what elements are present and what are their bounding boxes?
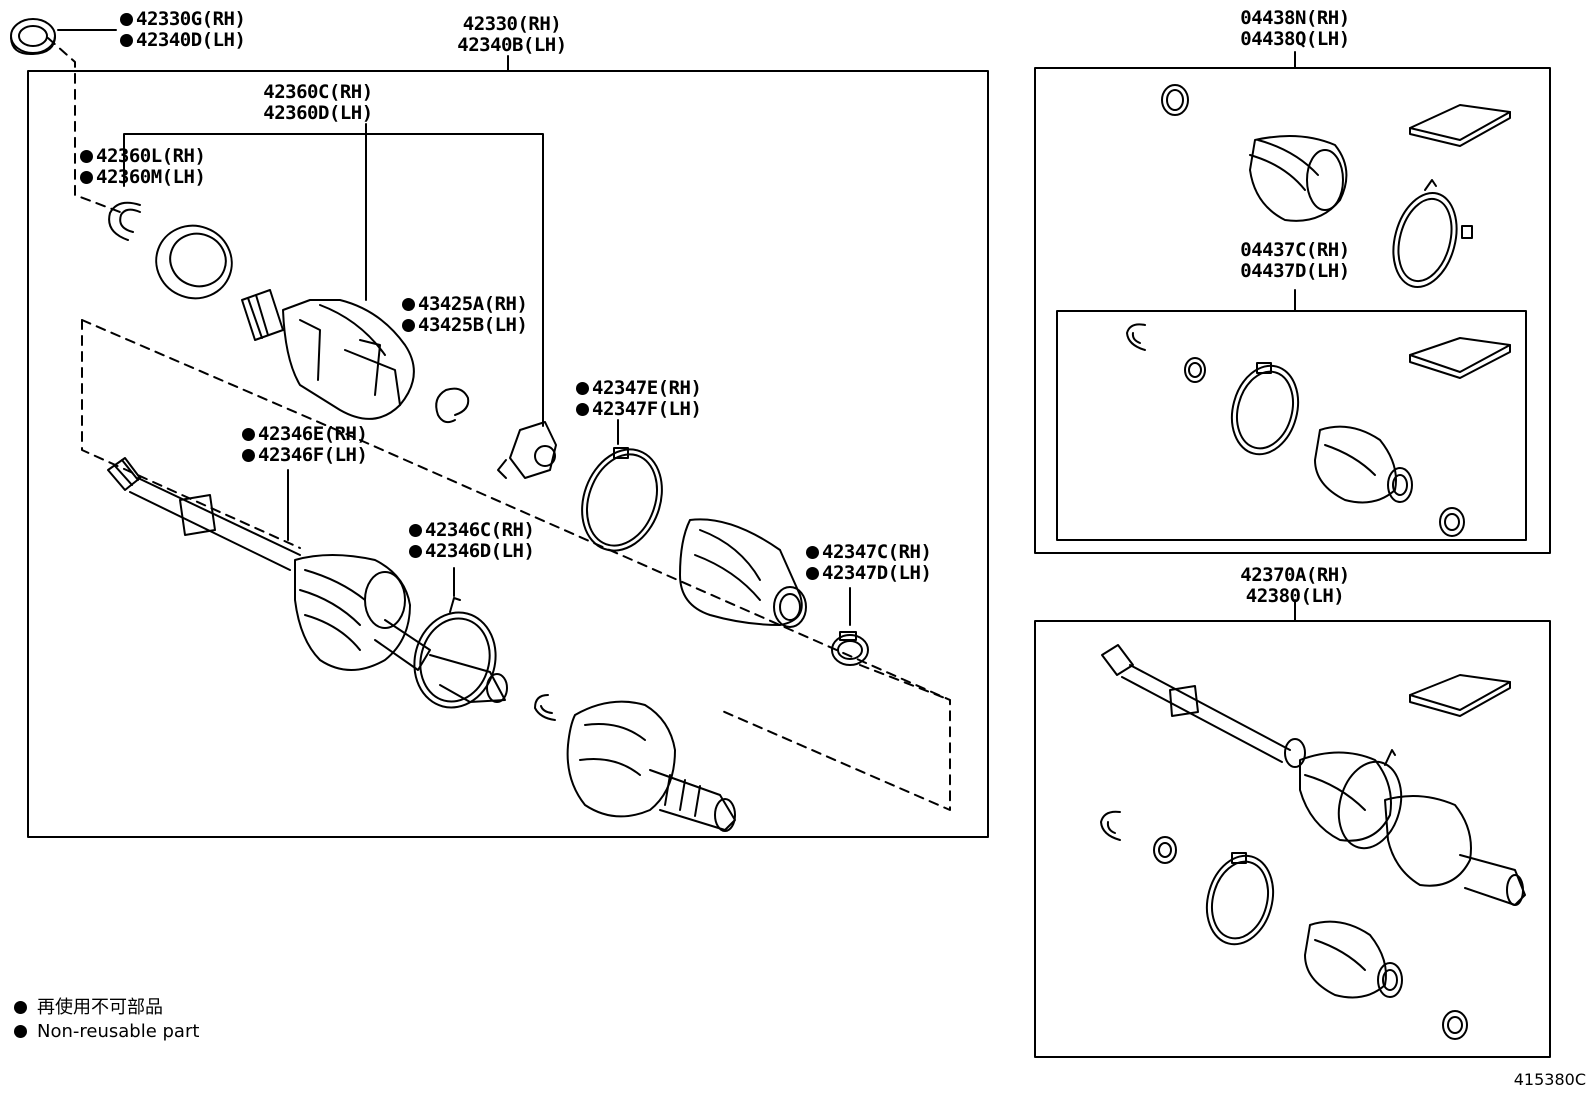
label-43425: 43425A(RH) 43425B(LH) [402, 294, 528, 336]
inboard-boot-icon [679, 518, 807, 628]
leader-42360C-bracket [123, 133, 544, 427]
non-reusable-dot-icon [576, 382, 589, 395]
non-reusable-dot-icon [14, 1001, 27, 1014]
small-clamp-icon [831, 631, 869, 666]
inner-boot-kit-parts [1126, 323, 1511, 537]
label-42360C: 42360C(RH) 42360D(LH) [263, 81, 373, 124]
boot-band-icon [413, 597, 497, 709]
shaft-assembly-parts [1100, 644, 1526, 1040]
non-reusable-dot-icon [409, 524, 422, 537]
tripod-joint-icon [497, 421, 557, 479]
label-42370: 42370A(RH) 42380(LH) [1240, 564, 1350, 607]
boot-kit-parts [1161, 84, 1511, 289]
non-reusable-dot-icon [80, 171, 93, 184]
label-42330: 42330(RH) 42340B(LH) [457, 13, 567, 56]
inboard-joint-icon [241, 289, 415, 420]
figure-code: 415380C [1513, 1070, 1586, 1089]
label-04437: 04437C(RH) 04437D(LH) [1240, 239, 1350, 282]
legend-en: Non-reusable part [14, 1021, 199, 1042]
non-reusable-dot-icon [120, 13, 133, 26]
non-reusable-dot-icon [242, 428, 255, 441]
non-reusable-dot-icon [806, 567, 819, 580]
label-42347C: 42347C(RH) 42347D(LH) [806, 542, 932, 584]
non-reusable-dot-icon [402, 319, 415, 332]
snap-ring-icon [435, 387, 470, 424]
dust-seal-icon [10, 18, 56, 56]
oil-seal-icon [155, 224, 233, 300]
label-42346E: 42346E(RH) 42346F(LH) [242, 424, 368, 466]
shaft-assembly-frame [1034, 620, 1551, 1058]
non-reusable-dot-icon [14, 1025, 27, 1038]
inner-boot-kit-frame [1056, 310, 1527, 541]
label-42347E: 42347E(RH) 42347F(LH) [576, 378, 702, 420]
non-reusable-dot-icon [409, 545, 422, 558]
label-42330G: 42330G(RH) 42340D(LH) [120, 9, 246, 51]
label-42360L: 42360L(RH) 42360M(LH) [80, 146, 206, 188]
non-reusable-dot-icon [806, 546, 819, 559]
boot-kit-frame [1034, 67, 1551, 554]
non-reusable-dot-icon [402, 298, 415, 311]
snap-ring-icon [108, 201, 141, 241]
non-reusable-dot-icon [576, 403, 589, 416]
label-42346C: 42346C(RH) 42346D(LH) [409, 520, 535, 562]
outboard-joint-icon [566, 700, 736, 832]
non-reusable-dot-icon [242, 449, 255, 462]
non-reusable-dot-icon [120, 34, 133, 47]
non-reusable-dot-icon [80, 150, 93, 163]
dashed-guides [47, 37, 951, 811]
snap-ring-icon [534, 694, 556, 721]
boot-clamp-icon [581, 447, 663, 552]
axle-shaft-icon [107, 457, 508, 703]
label-04438: 04438N(RH) 04438Q(LH) [1240, 7, 1350, 50]
legend-jp: 再使用不可部品 [14, 993, 163, 1019]
